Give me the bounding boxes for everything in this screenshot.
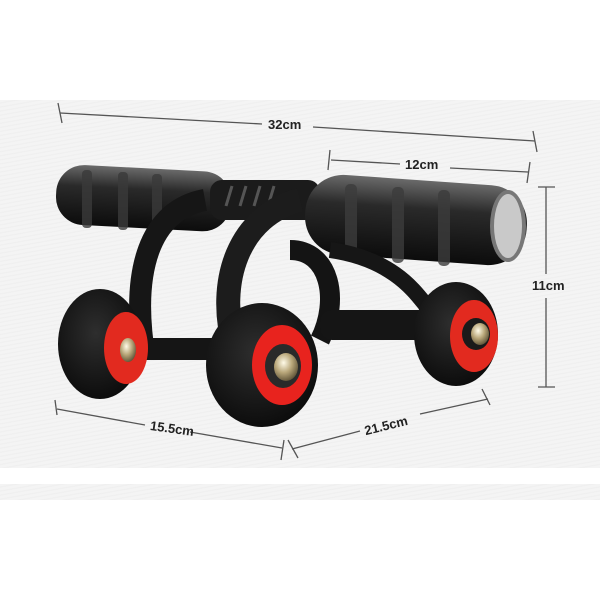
dimension-overall-width: 32cm: [268, 117, 302, 132]
wheel-back-left: [58, 289, 148, 399]
dimension-height: 11cm: [532, 278, 565, 293]
dimension-lines: [54, 102, 555, 461]
wheel-back-right: [414, 282, 498, 386]
background-strip: [0, 484, 600, 500]
wheel-front: [206, 303, 318, 427]
dimension-handle-grip: 12cm: [405, 157, 439, 172]
